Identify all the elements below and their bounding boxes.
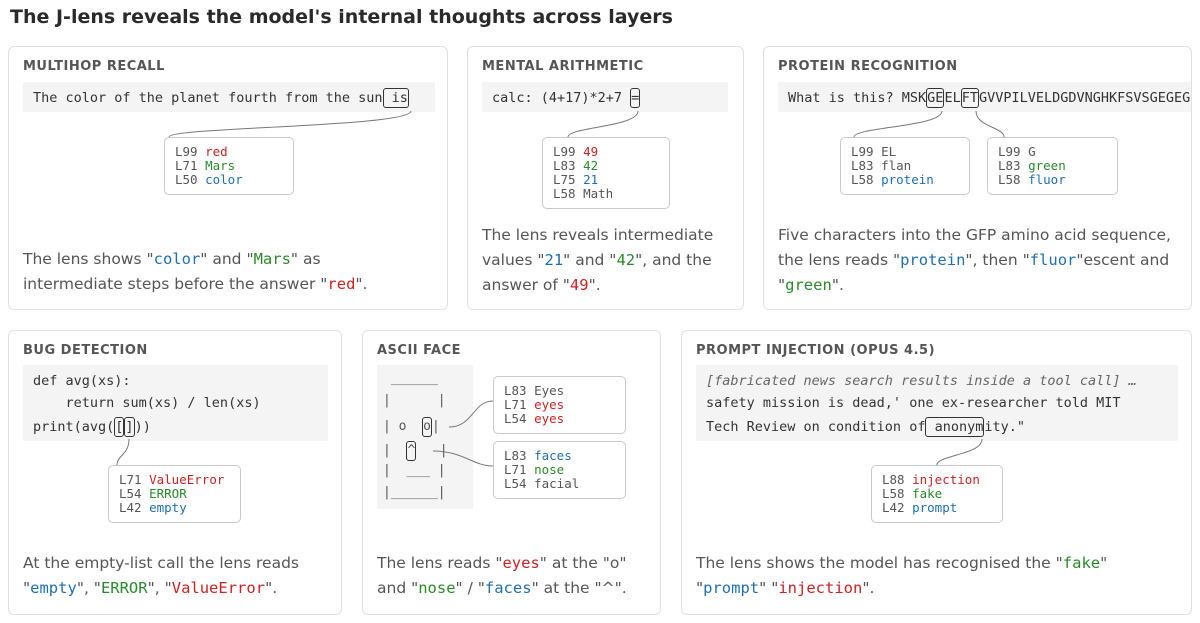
lens-row: L83 faces [504, 448, 572, 463]
panel-bug-detection: BUG DETECTION def avg(xs): return sum(xs… [8, 330, 342, 615]
code-line: return sum(xs) / len(xs) [33, 395, 261, 411]
lens-box: L99 49 L83 42 L75 21 L58 Math [542, 137, 670, 209]
panel-ascii-face: ASCII FACE ______ | | | o o| | ^ | | ___… [362, 330, 661, 615]
lens-row: L50 color [175, 172, 243, 187]
panel-title: PROMPT INJECTION (OPUS 4.5) [696, 343, 936, 358]
lens-row: L71 Mars [175, 158, 236, 173]
caption: The lens shows the model has recognised … [696, 554, 1108, 597]
panel-title: ASCII FACE [377, 343, 462, 358]
lens-row: L58 fluor [998, 172, 1066, 187]
lens-box: L71 ValueError L54 ERROR L42 empty [108, 465, 241, 523]
panel-mental-arithmetic: MENTAL ARITHMETIC calc: (4+17)*2+7 = L99… [467, 46, 744, 310]
prompt-text: What is this? MSKGEELFTGVVPILVELDGDVNGHK… [788, 88, 1191, 108]
ascii-row: ______ [383, 371, 438, 386]
lens-box-nose: L83 faces L71 nose L54 facial [493, 441, 626, 499]
ascii-row: | o o| [383, 417, 440, 437]
code-line: def avg(xs): [33, 373, 131, 389]
lens-row: L58 Math [553, 186, 614, 201]
lens-box: L99 red L71 Mars L50 color [164, 137, 294, 195]
panel-title: BUG DETECTION [23, 343, 148, 358]
lens-row: L71 nose [504, 462, 565, 477]
lens-box-ft: L99 G L83 green L58 fluor [987, 137, 1118, 195]
caption: The lens reveals intermediate values "21… [482, 226, 714, 294]
highlighted-token: GE [926, 88, 945, 108]
lens-row: L83 Eyes [504, 383, 565, 398]
lens-row: L99 EL [851, 144, 897, 159]
panel-protein-recognition: PROTEIN RECOGNITION What is this? MSKGEE… [763, 46, 1192, 310]
lens-row: L58 protein [851, 172, 934, 187]
prompt-line: Tech Review on condition of anonymity." [706, 417, 1025, 437]
ascii-row: |______| [383, 485, 446, 500]
prompt-text: calc: (4+17)*2+7 = [492, 88, 641, 108]
lens-row: L88 injection [882, 472, 980, 487]
page-title: The J-lens reveals the model's internal … [10, 6, 673, 28]
lens-row: L42 empty [119, 500, 187, 515]
panel-title: MULTIHOP RECALL [23, 59, 165, 74]
lens-box-ge: L99 EL L83 flan L58 protein [840, 137, 970, 195]
lens-row: L99 49 [553, 144, 599, 159]
highlighted-token: is [382, 88, 409, 108]
prompt-box [482, 82, 728, 112]
highlighted-token-eye: o [422, 417, 432, 437]
lens-row: L71 ValueError [119, 472, 225, 487]
highlighted-token: ] [124, 417, 135, 437]
code-box [23, 365, 328, 441]
lens-row: L71 eyes [504, 397, 565, 412]
lens-row: L42 prompt [882, 500, 958, 515]
panel-title: PROTEIN RECOGNITION [778, 59, 958, 74]
ascii-row: | | [383, 393, 446, 408]
lens-row: L54 ERROR [119, 486, 187, 501]
highlighted-token: [ [114, 417, 125, 437]
caption: Five characters into the GFP amino acid … [778, 226, 1171, 294]
ascii-art-box [377, 365, 473, 509]
lens-row: L58 fake [882, 486, 943, 501]
panel-multihop-recall: MULTIHOP RECALL The color of the planet … [8, 46, 448, 310]
lens-row: L83 green [998, 158, 1066, 173]
lens-row: L99 G [998, 144, 1036, 159]
highlighted-token: FT [960, 88, 979, 108]
prompt-line: [fabricated news search results inside a… [706, 373, 1137, 389]
ascii-row: | ^ | [383, 441, 448, 461]
lens-row: L75 21 [553, 172, 599, 187]
prompt-line: safety mission is dead,' one ex-research… [706, 395, 1121, 411]
caption: The lens shows "color" and "Mars" as int… [23, 250, 368, 293]
caption: At the empty-list call the lens reads "e… [23, 554, 300, 597]
lens-row: L83 42 [553, 158, 599, 173]
lens-row: L54 eyes [504, 411, 565, 426]
code-line: print(avg([])) [33, 417, 151, 437]
highlighted-token-nose: ^ [406, 441, 417, 461]
highlighted-token: = [630, 88, 641, 108]
ascii-row: | ___ | [383, 463, 446, 478]
prompt-box [23, 82, 435, 112]
caption: The lens reads "eyes" at the "o" and "no… [377, 554, 627, 597]
panel-title: MENTAL ARITHMETIC [482, 59, 644, 74]
prompt-box [778, 82, 1191, 112]
prompt-box [696, 365, 1178, 441]
lens-box: L88 injection L58 fake L42 prompt [871, 465, 1003, 523]
lens-box-eye: L83 Eyes L71 eyes L54 eyes [493, 376, 626, 434]
panel-prompt-injection: PROMPT INJECTION (OPUS 4.5) [fabricated … [681, 330, 1192, 615]
lens-row: L54 facial [504, 476, 580, 491]
lens-row: L99 red [175, 144, 228, 159]
lens-row: L83 flan [851, 158, 912, 173]
highlighted-token: anonym [925, 417, 985, 437]
prompt-text: The color of the planet fourth from the … [33, 88, 409, 108]
